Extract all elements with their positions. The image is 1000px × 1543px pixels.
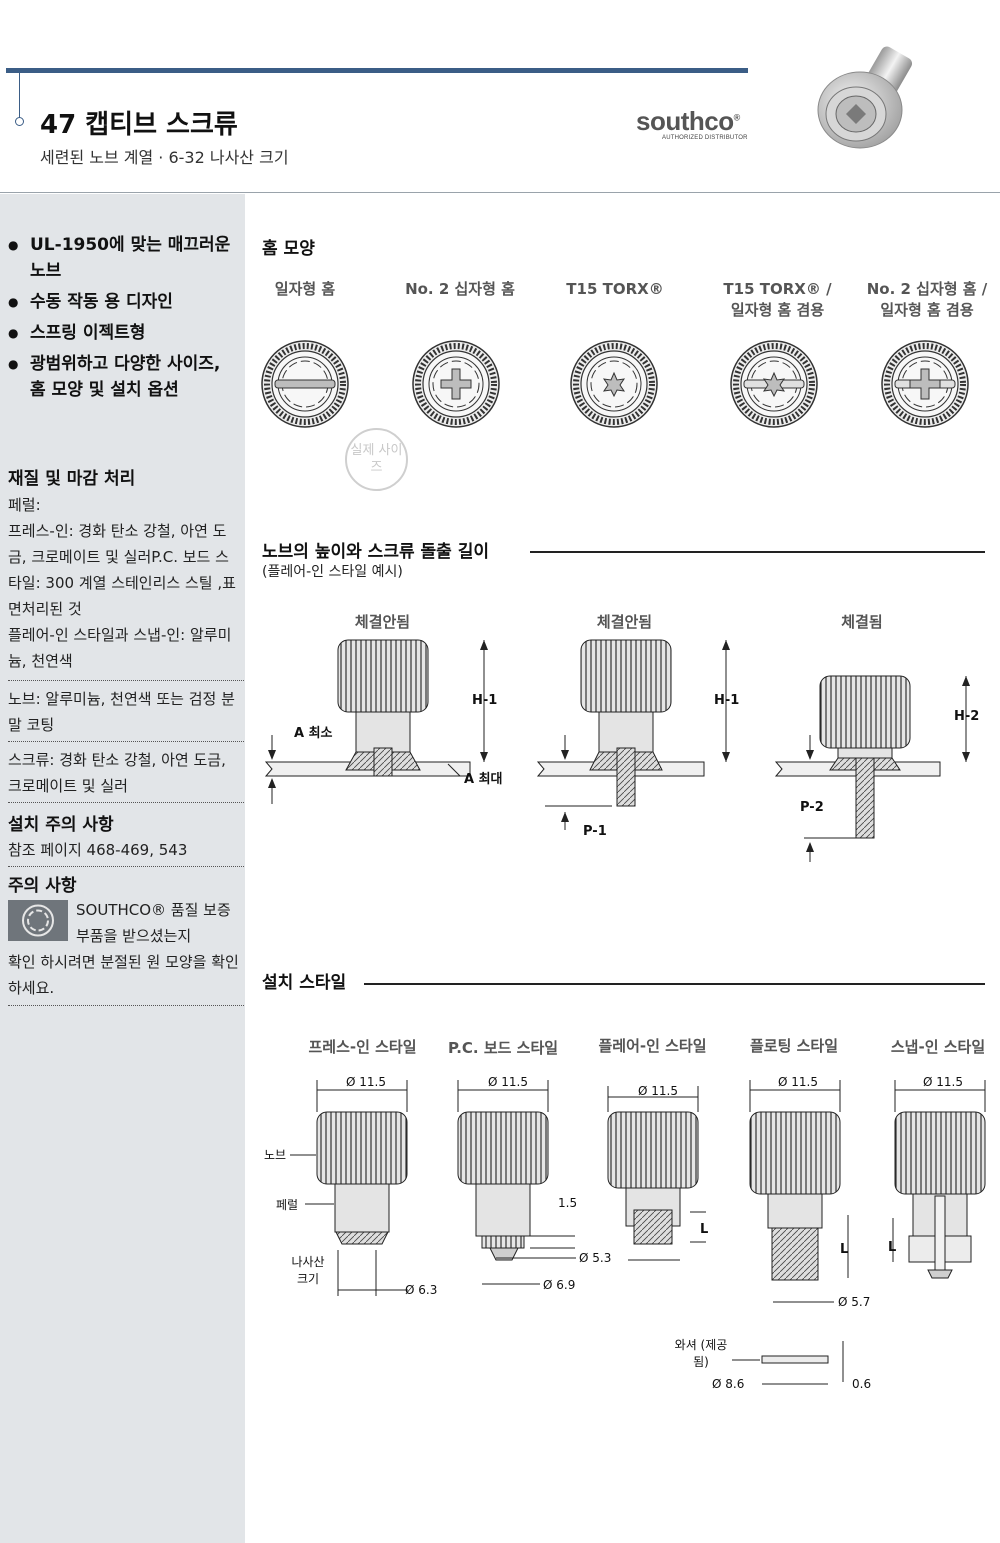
install-notes-heading: 설치 주의 사항 bbox=[8, 815, 114, 835]
feature-item: 스프링 이젝트형 bbox=[8, 320, 240, 346]
dim-knob-dia: Ø 11.5 bbox=[778, 1075, 818, 1089]
recess-label: T15 TORX® / 일자형 홈 겸용 bbox=[723, 280, 832, 319]
dim-p1: P-1 bbox=[583, 824, 607, 839]
divider bbox=[8, 680, 244, 681]
install-style-label: 스냅-인 스타일 bbox=[890, 1038, 986, 1056]
install-style-drawings bbox=[290, 1080, 986, 1385]
slotted-recess-icon bbox=[262, 341, 348, 427]
snap-in-drawing bbox=[892, 1080, 986, 1279]
knob-material: 노브: 알루미늄, 천연색 또는 검정 분말 코팅 bbox=[8, 690, 235, 734]
state-label: 체결안됨 bbox=[354, 613, 411, 631]
page-header: 47 캡티브 스크류 세련된 노브 계열 · 6-32 나사산 크기 south… bbox=[0, 0, 1000, 193]
dim-d63: Ø 6.3 bbox=[405, 1283, 438, 1297]
divider bbox=[8, 1005, 244, 1006]
dim-t06: 0.6 bbox=[852, 1377, 872, 1391]
feature-item: 광범위하고 다양한 사이즈, 홈 모양 및 설치 옵션 bbox=[8, 351, 240, 403]
install-style-label: 플레어-인 스타일 bbox=[598, 1037, 707, 1055]
divider bbox=[8, 741, 244, 742]
dim-h2: H-2 bbox=[954, 709, 980, 724]
note-text-2: 확인 하시려면 분절된 원 모양을 확인하세요. bbox=[8, 953, 239, 997]
phillips-recess-icon bbox=[413, 341, 499, 427]
part-knob-label: 노브 bbox=[264, 1148, 287, 1162]
section-rule bbox=[530, 551, 985, 553]
install-style-label: 프레스-인 스타일 bbox=[308, 1038, 417, 1056]
southco-logo: southco® AUTHORIZED DISTRIBUTOR bbox=[636, 106, 748, 141]
feature-item: 수동 작동 용 디자인 bbox=[8, 289, 240, 315]
recess-label: No. 2 십자형 홈 / 일자형 홈 겸용 bbox=[866, 280, 988, 319]
page-subtitle: 세련된 노브 계열 · 6-32 나사산 크기 bbox=[40, 148, 289, 167]
header-accent-bar bbox=[6, 68, 748, 73]
dim-t15: 1.5 bbox=[558, 1196, 578, 1210]
note-text-1: SOUTHCO® 품질 보증 부품을 받으셨는지 bbox=[76, 901, 231, 945]
dim-d57: Ø 5.7 bbox=[838, 1295, 871, 1309]
washer-drawing bbox=[732, 1341, 844, 1385]
press-in-drawing bbox=[290, 1080, 408, 1296]
recess-label: No. 2 십자형 홈 bbox=[405, 280, 515, 298]
feature-item: UL-1950에 맞는 매끄러운 노브 bbox=[8, 232, 240, 284]
header-accent-line bbox=[19, 73, 20, 118]
screw-material: 스크류: 경화 탄소 강철, 아연 도금, 크로메이트 및 실러 bbox=[8, 751, 226, 795]
fastened-drawing bbox=[774, 675, 970, 862]
dim-a-min: A 최소 bbox=[294, 726, 333, 741]
part-ferrule-label: 페럴 bbox=[276, 1198, 299, 1212]
recess-label: 일자형 홈 bbox=[274, 280, 336, 298]
dim-l: L bbox=[840, 1242, 849, 1257]
product-photo bbox=[817, 46, 913, 149]
dim-l: L bbox=[700, 1222, 709, 1237]
dim-l: L bbox=[888, 1240, 897, 1255]
install-heading: 설치 스타일 bbox=[262, 973, 347, 993]
section-rule bbox=[364, 983, 985, 985]
materials-heading: 재질 및 마감 처리 bbox=[8, 469, 136, 489]
knob-height-note: (플레어-인 스타일 예시) bbox=[262, 564, 403, 580]
dim-knob-dia: Ø 11.5 bbox=[488, 1075, 528, 1089]
unfastened-drawing-1 bbox=[264, 639, 488, 804]
phillips-slotted-recess-icon bbox=[882, 341, 968, 427]
ferrule-press: 프레스-인: 경화 탄소 강철, 아연 도금, 크로메이트 및 실러P.C. 보… bbox=[8, 522, 236, 618]
install-style-label: 플로팅 스타일 bbox=[749, 1037, 839, 1055]
divider bbox=[8, 866, 244, 867]
dim-knob-dia: Ø 11.5 bbox=[638, 1084, 678, 1098]
dim-d86: Ø 8.6 bbox=[712, 1377, 745, 1391]
dim-p2: P-2 bbox=[800, 800, 824, 815]
sidebar bbox=[0, 194, 245, 1543]
recess-heading: 홈 모양 bbox=[262, 239, 315, 259]
state-label: 체결안됨 bbox=[596, 613, 653, 631]
pc-board-drawing bbox=[457, 1080, 576, 1285]
dim-h1: H-1 bbox=[714, 693, 740, 708]
dim-knob-dia: Ø 11.5 bbox=[346, 1075, 386, 1089]
dim-a-max: A 최대 bbox=[464, 772, 503, 787]
torx-recess-icon bbox=[571, 341, 657, 427]
ferrule-flare: 플레어-인 스타일과 스냅-인: 알루미늄, 천연색 bbox=[8, 626, 232, 670]
torx-slotted-recess-icon bbox=[731, 341, 817, 427]
recess-drawings bbox=[0, 0, 1000, 520]
install-style-label: P.C. 보드 스타일 bbox=[447, 1039, 559, 1057]
dim-d53: Ø 5.3 bbox=[579, 1251, 612, 1265]
dim-h1: H-1 bbox=[472, 693, 498, 708]
page-title: 47 캡티브 스크류 bbox=[40, 110, 238, 140]
divider bbox=[8, 802, 244, 803]
dim-knob-dia: Ø 11.5 bbox=[923, 1075, 963, 1089]
header-accent-dot bbox=[15, 117, 24, 126]
install-ref: 참조 페이지 468-469, 543 bbox=[8, 841, 188, 859]
knob-height-drawings bbox=[264, 639, 970, 862]
part-thread-label: 나사산 크기 bbox=[291, 1255, 325, 1286]
quality-mark-icon bbox=[8, 900, 68, 941]
logo-word: southco bbox=[636, 106, 734, 136]
flare-in-drawing bbox=[607, 1086, 706, 1261]
recess-label: T15 TORX® bbox=[566, 280, 664, 298]
floating-drawing bbox=[749, 1080, 849, 1303]
actual-size-stamp: 실제 사이즈 bbox=[345, 428, 408, 491]
ferrule-label: 페럴: bbox=[8, 496, 41, 514]
dim-d69: Ø 6.9 bbox=[543, 1278, 576, 1292]
state-label: 체결됨 bbox=[841, 613, 883, 631]
knob-height-heading: 노브의 높이와 스크류 돌출 길이 bbox=[262, 542, 489, 562]
note-heading: 주의 사항 bbox=[8, 876, 77, 896]
feature-list: UL-1950에 맞는 매끄러운 노브 수동 작동 용 디자인 스프링 이젝트형… bbox=[8, 232, 240, 408]
part-washer-label: 와셔 (제공 됨) bbox=[674, 1338, 728, 1369]
logo-subtitle: AUTHORIZED DISTRIBUTOR bbox=[662, 135, 748, 141]
unfastened-drawing-2 bbox=[536, 639, 730, 830]
